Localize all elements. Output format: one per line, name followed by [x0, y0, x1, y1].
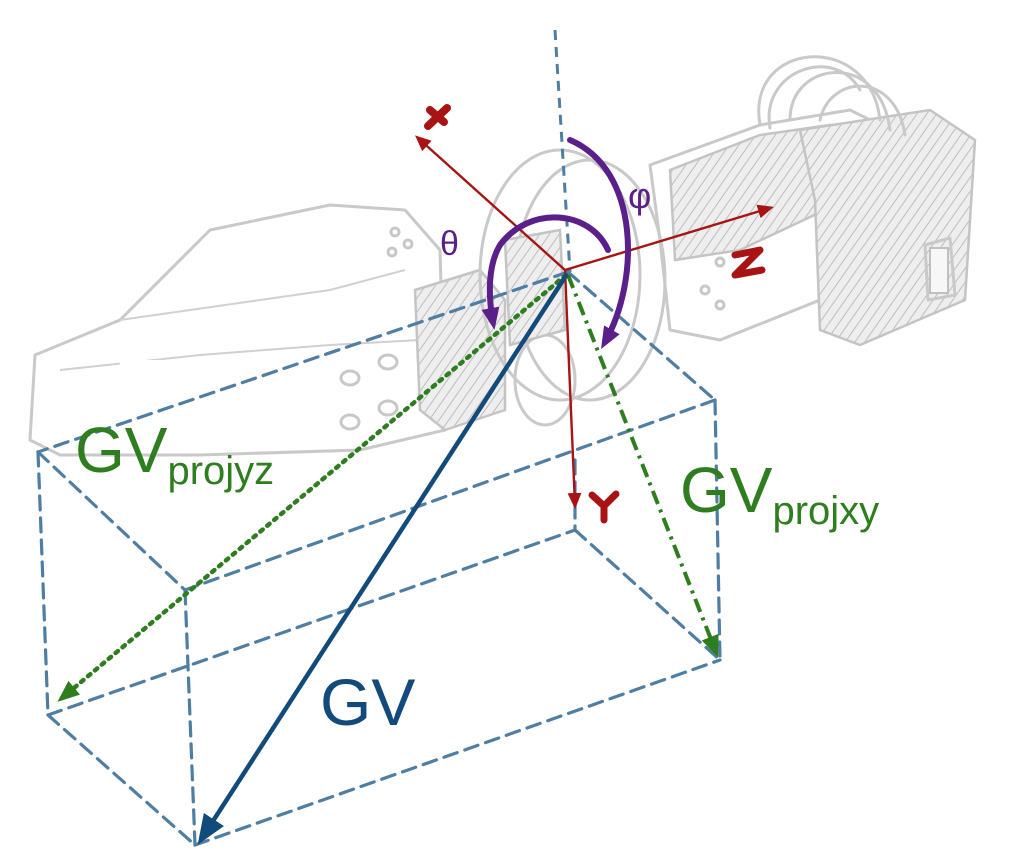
- gv-proj-xy-vector: [566, 274, 719, 658]
- vertical-reference-line: [553, 29, 572, 273]
- gv-proj-xy-base: GV: [680, 454, 773, 526]
- projection-box: [36, 270, 722, 847]
- phi-rotation-arrow: [567, 137, 631, 349]
- gv-proj-xy-label: GVprojxy: [680, 454, 879, 533]
- coordinate-axes: [415, 135, 774, 509]
- gv-proj-xy-subscript: projxy: [772, 489, 879, 533]
- y-axis-arrow: [563, 269, 582, 509]
- gv-proj-yz-base: GV: [75, 414, 168, 486]
- gv-proj-yz-subscript: projyz: [167, 449, 274, 493]
- gv-proj-yz-label: GVprojyz: [75, 414, 274, 493]
- z-axis-arrow: [564, 204, 774, 272]
- gravity-vector: [197, 272, 569, 845]
- robot-gripper-sketch-icon: [28, 55, 977, 457]
- theta-label: θ: [440, 225, 459, 263]
- rotation-arcs: [481, 137, 631, 349]
- theta-rotation-arrow: [481, 214, 611, 330]
- x-axis-glyph: [424, 104, 451, 130]
- gv-proj-yz-vector: [57, 272, 569, 702]
- y-axis-glyph: [588, 490, 620, 524]
- x-axis-arrow: [415, 135, 566, 271]
- z-axis-glyph: [731, 246, 766, 279]
- gv-label: GV: [320, 665, 415, 739]
- phi-label: φ: [628, 175, 651, 216]
